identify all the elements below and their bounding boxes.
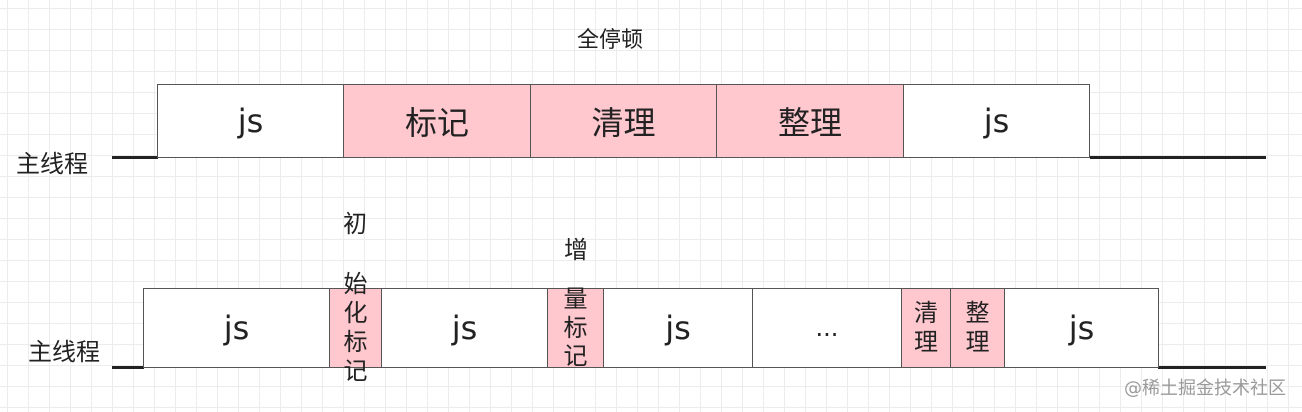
segment-mark: 标记 — [343, 84, 531, 158]
inc-segment-ellipsis: ... — [752, 288, 902, 368]
inc-segment-js-2-label: js — [451, 309, 478, 347]
inc-segment-js-4: js — [1004, 288, 1159, 368]
inc-segment-sweep-label: 清理 — [914, 299, 938, 356]
inc-segment-compact: 整理 — [950, 288, 1005, 368]
inc-segment-incremental-mark-label: 量标记 — [563, 284, 588, 371]
segment-compact: 整理 — [716, 84, 904, 158]
main-thread-label-full-pause: 主线程 — [16, 150, 88, 178]
main-thread-line-left — [112, 156, 158, 159]
inc-segment-js-4-label: js — [1068, 309, 1095, 347]
main-thread-line-right — [1090, 156, 1266, 159]
segment-js-1-label: js — [237, 102, 264, 140]
inc-segment-ellipsis-label: ... — [815, 314, 839, 342]
segment-js-2: js — [903, 84, 1090, 158]
inc-segment-initial-mark-label: 始化标记 — [343, 270, 368, 385]
main-thread-line-left-2 — [112, 366, 144, 369]
main-thread-line-right-2 — [1158, 366, 1266, 369]
watermark: @稀土掘金技术社区 — [1124, 378, 1286, 399]
segment-compact-label: 整理 — [777, 104, 842, 142]
main-thread-label-incremental: 主线程 — [28, 338, 100, 366]
segment-js-1: js — [157, 84, 344, 158]
segment-mark-label: 标记 — [404, 104, 469, 142]
inc-segment-js-1-label: js — [223, 309, 250, 347]
segment-sweep-label: 清理 — [591, 104, 656, 142]
inc-segment-incremental-mark: 量标记 — [547, 284, 604, 371]
inc-segment-js-3: js — [603, 288, 753, 368]
inc-segment-compact-label: 整理 — [965, 299, 990, 356]
incremental-mark-overflow-text: 增 — [564, 236, 588, 264]
inc-segment-js-3-label: js — [665, 309, 691, 347]
inc-segment-sweep: 清理 — [901, 288, 951, 368]
segment-js-2-label: js — [983, 102, 1010, 140]
inc-segment-initial-mark: 始化标记 — [329, 270, 382, 385]
diagram-title: 全停顿 — [576, 28, 643, 53]
initial-mark-overflow-text: 初 — [343, 210, 367, 238]
inc-segment-js-1: js — [143, 288, 330, 368]
inc-segment-js-2: js — [381, 288, 548, 368]
segment-sweep: 清理 — [530, 84, 717, 158]
